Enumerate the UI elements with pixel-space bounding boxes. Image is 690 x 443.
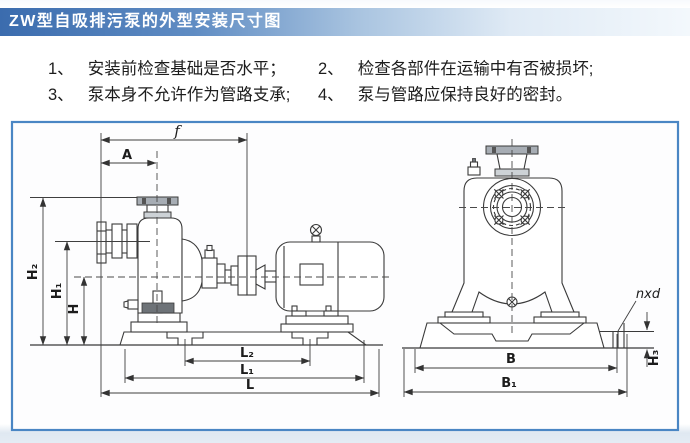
dim-label-L1: L₁ [240, 363, 254, 378]
note-1-text: 安装前检查基础是否水平； [87, 60, 286, 78]
title-banner: ZW型自吸排污泵的外型安装尺寸图 [0, 8, 690, 36]
motor [275, 241, 385, 312]
baseplate [119, 331, 368, 346]
note-1: 1、安装前检查基础是否水平； [48, 55, 286, 79]
dim-label-H3: H₃ [647, 350, 662, 367]
pump-side-view [96, 196, 385, 346]
dim-label-B: B [506, 352, 516, 367]
dim-label-f: f [173, 122, 182, 140]
suction-flange [96, 221, 107, 264]
dim-label-H: H [67, 304, 82, 315]
dim-label-L: L [246, 378, 254, 393]
note-4: 4、泵与管路应保持良好的密封。 [318, 81, 572, 105]
flange-bolts [493, 188, 531, 226]
eyebolt-icon [311, 235, 321, 243]
dim-label-B1: B₁ [501, 376, 517, 391]
notes-row-2: 3、泵本身不允许作为管路支承; 4、泵与管路应保持良好的密封。 [0, 81, 690, 105]
note-3: 3、泵本身不允许作为管路支承; [48, 81, 290, 105]
dimensions-front-view: B B₁ H₃ nxd [403, 287, 662, 397]
dim-label-H1: H₁ [50, 283, 65, 300]
terminal-box [299, 263, 324, 286]
page-title: ZW型自吸排污泵的外型安装尺寸图 [9, 13, 282, 30]
note-2-text: 检查各部件在运输中有否被损坏; [357, 60, 594, 78]
coupling [237, 255, 248, 296]
pump-body-front [451, 177, 575, 313]
dim-label-A: A [122, 148, 132, 163]
bearing-housing [201, 257, 218, 289]
pump-foot [141, 302, 175, 314]
drain-plug [127, 299, 139, 310]
note-1-number: 1、 [48, 60, 74, 78]
notes-row-1: 1、安装前检查基础是否水平； 2、检查各部件在运输中有否被损坏; [0, 55, 690, 79]
note-3-number: 3、 [48, 86, 74, 104]
note-3-text: 泵本身不允许作为管路支承; [87, 86, 291, 104]
discharge-flange [136, 196, 179, 206]
vent-plug [467, 166, 481, 176]
centerlines [74, 139, 565, 334]
dim-label-H2: H₂ [26, 264, 41, 281]
note-2-number: 2、 [318, 60, 344, 78]
dimensions-side-view: f A H₂ H₁ H L₂ L₁ L [26, 122, 383, 397]
oil-cup [204, 249, 215, 259]
dim-label-nxd: nxd [636, 287, 661, 302]
dim-label-L2: L₂ [240, 346, 254, 361]
note-4-text: 泵与管路应保持良好的密封。 [357, 86, 573, 104]
note-4-number: 4、 [318, 86, 344, 104]
note-2: 2、检查各部件在运输中有否被损坏; [318, 55, 593, 79]
